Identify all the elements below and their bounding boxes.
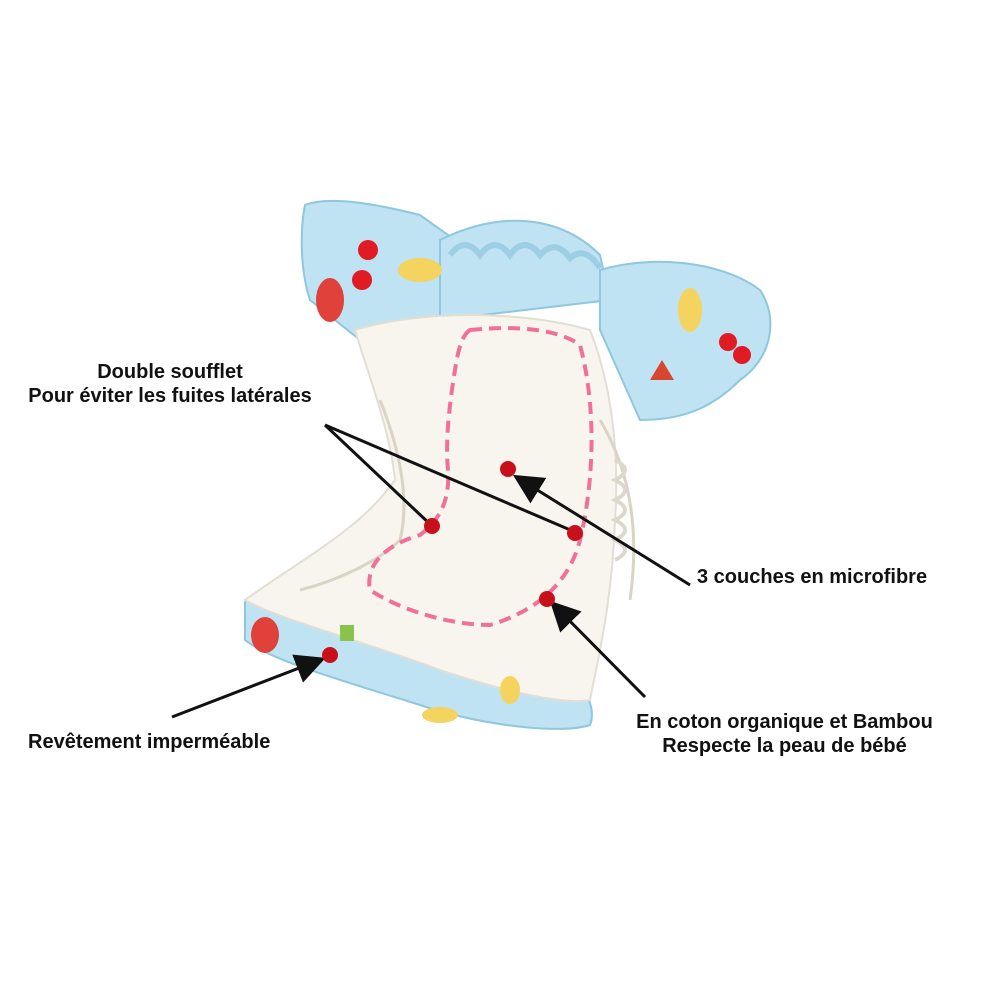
cotton-arrow [549,600,647,699]
back-waist-band [439,219,612,322]
left-gusset [299,399,406,592]
gusset-label-line2: Pour éviter les fuites latérales [28,385,312,407]
coating-arrow [171,654,326,719]
layers-label-line1: 3 couches en microfibre [697,566,928,588]
right-gusset [598,419,636,601]
inner-lining [243,314,618,702]
gusset-label: Double soufflet Pour éviter les fuites l… [0,360,340,408]
gusset-leader-right [324,423,576,534]
print-decorations [251,240,751,723]
insert-outline [367,326,594,628]
layers-label: 3 couches en microfibre [697,565,927,589]
gusset-marker-right [567,525,583,541]
cotton-label: En coton organique et Bambou Respecte la… [612,710,957,758]
cotton-label-line2: Respecte la peau de bébé [662,735,907,757]
back-elastic [447,242,603,270]
coating-label-line1: Revêtement imperméable [28,731,271,753]
cotton-marker [539,591,555,607]
gusset-leader-left [323,423,434,528]
layers-marker [500,461,516,477]
gusset-label-line1: Double soufflet [97,361,243,383]
gusset-marker-left [424,518,440,534]
back-right-wing [599,260,772,422]
cotton-label-line1: En coton organique et Bambou [636,711,933,733]
layers-arrow [512,474,691,587]
coating-label: Revêtement imperméable [28,730,270,754]
coating-marker [322,647,338,663]
